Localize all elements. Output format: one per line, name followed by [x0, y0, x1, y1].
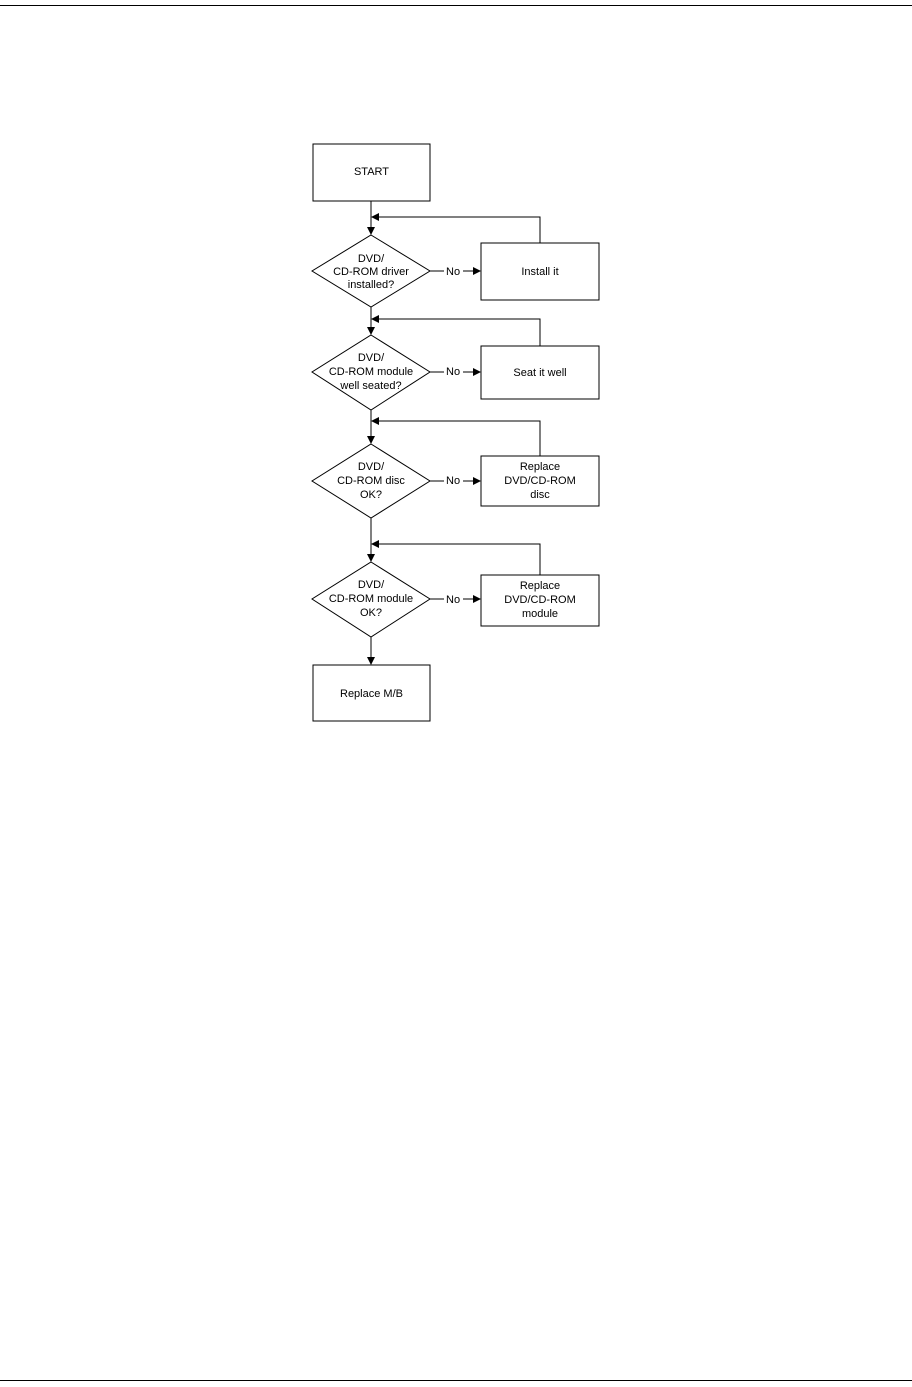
no-label-4: No — [446, 594, 460, 606]
decision-4-line-1: DVD/ — [358, 579, 385, 591]
action-4-line-3: module — [522, 608, 558, 620]
loop-back-4 — [371, 540, 541, 575]
decision-node-module-seated: DVD/ CD-ROM module well seated? — [311, 334, 431, 411]
end-node-text: Replace M/B — [340, 688, 403, 700]
start-node: START — [312, 143, 431, 202]
decision-node-module-ok: DVD/ CD-ROM module OK? — [311, 561, 431, 638]
decision-3-line-1: DVD/ — [358, 461, 385, 473]
action-3-line-2: DVD/CD-ROM — [504, 475, 576, 487]
no-label-2: No — [446, 366, 460, 378]
action-4-line-2: DVD/CD-ROM — [504, 594, 576, 606]
loop-back-2 — [371, 315, 541, 346]
decision-1-line-2: CD-ROM driver — [333, 266, 409, 278]
action-4-line-1: Replace — [520, 580, 560, 592]
end-node-replace-mb: Replace M/B — [312, 664, 431, 722]
decision-2-line-3: well seated? — [339, 380, 401, 392]
action-1-line-1: Install it — [521, 266, 558, 278]
no-label-1: No — [446, 266, 460, 278]
decision-2-line-2: CD-ROM module — [329, 366, 413, 378]
loop-back-1 — [371, 213, 541, 243]
decision-4-line-2: CD-ROM module — [329, 593, 413, 605]
decision-2-line-1: DVD/ — [358, 352, 385, 364]
decision-node-disc-ok: DVD/ CD-ROM disc OK? — [311, 443, 431, 519]
decision-3-line-3: OK? — [360, 489, 382, 501]
start-node-text: START — [354, 166, 389, 178]
no-label-3: No — [446, 475, 460, 487]
decision-4-line-3: OK? — [360, 607, 382, 619]
loop-back-3 — [371, 417, 541, 456]
header-rule — [0, 5, 912, 6]
decision-1-line-3: installed? — [348, 279, 394, 291]
action-node-replace-disc: Replace DVD/CD-ROM disc — [480, 455, 600, 507]
action-3-line-3: disc — [530, 489, 550, 501]
decision-1-line-1: DVD/ — [358, 253, 385, 265]
decision-node-driver-installed: DVD/ CD-ROM driver installed? — [311, 234, 431, 308]
action-2-line-1: Seat it well — [513, 367, 566, 379]
footer-rule — [0, 1380, 912, 1381]
decision-3-line-2: CD-ROM disc — [337, 475, 405, 487]
action-3-line-1: Replace — [520, 461, 560, 473]
action-node-replace-module: Replace DVD/CD-ROM module — [480, 574, 600, 627]
action-node-install-it: Install it — [480, 242, 600, 301]
action-node-seat-it-well: Seat it well — [480, 345, 600, 400]
